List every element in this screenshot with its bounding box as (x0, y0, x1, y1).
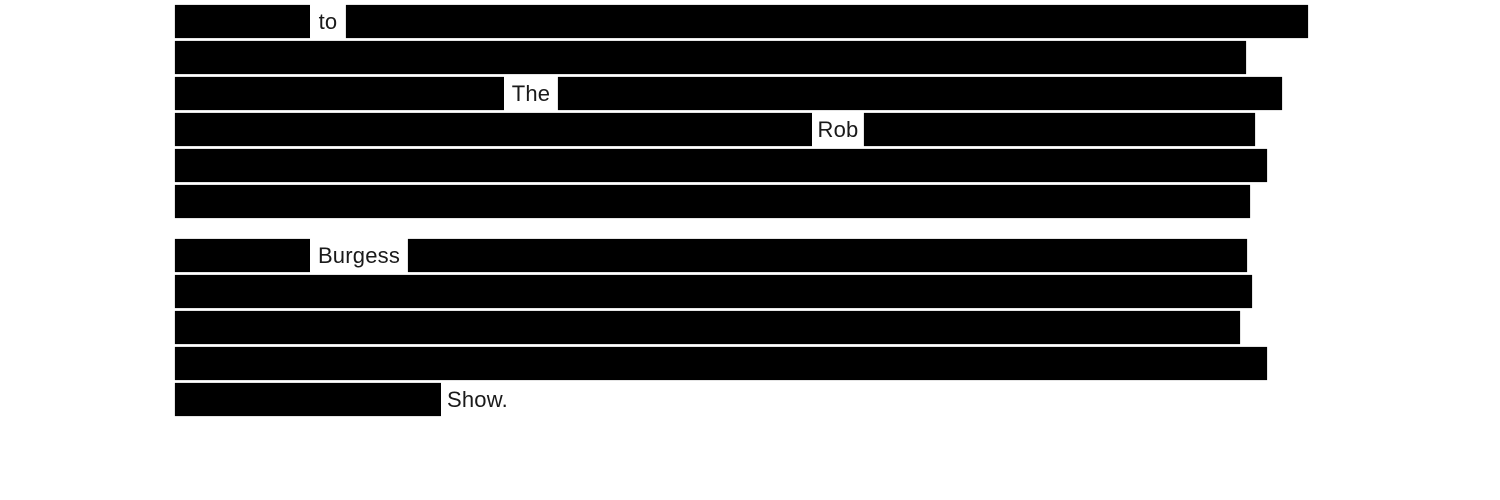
redaction-bar (175, 239, 310, 272)
redaction-bar (346, 5, 1308, 38)
redaction-bar (408, 239, 1247, 272)
redaction-bar (175, 275, 1252, 308)
redaction-bar (175, 149, 1267, 182)
redaction-bar (175, 113, 812, 146)
visible-word: to (310, 5, 346, 38)
visible-word: Rob (812, 113, 864, 146)
redaction-bar (175, 383, 441, 416)
redaction-bar (175, 311, 1240, 344)
redaction-bar (175, 5, 310, 38)
visible-word: The (504, 77, 558, 110)
redaction-bar (175, 185, 1250, 218)
redaction-bar (175, 347, 1267, 380)
redaction-bar (175, 77, 504, 110)
visible-word: Show. (441, 383, 521, 416)
visible-word: Burgess (310, 239, 408, 272)
redaction-bar (175, 41, 1246, 74)
redaction-bar (864, 113, 1255, 146)
redaction-bar (558, 77, 1282, 110)
